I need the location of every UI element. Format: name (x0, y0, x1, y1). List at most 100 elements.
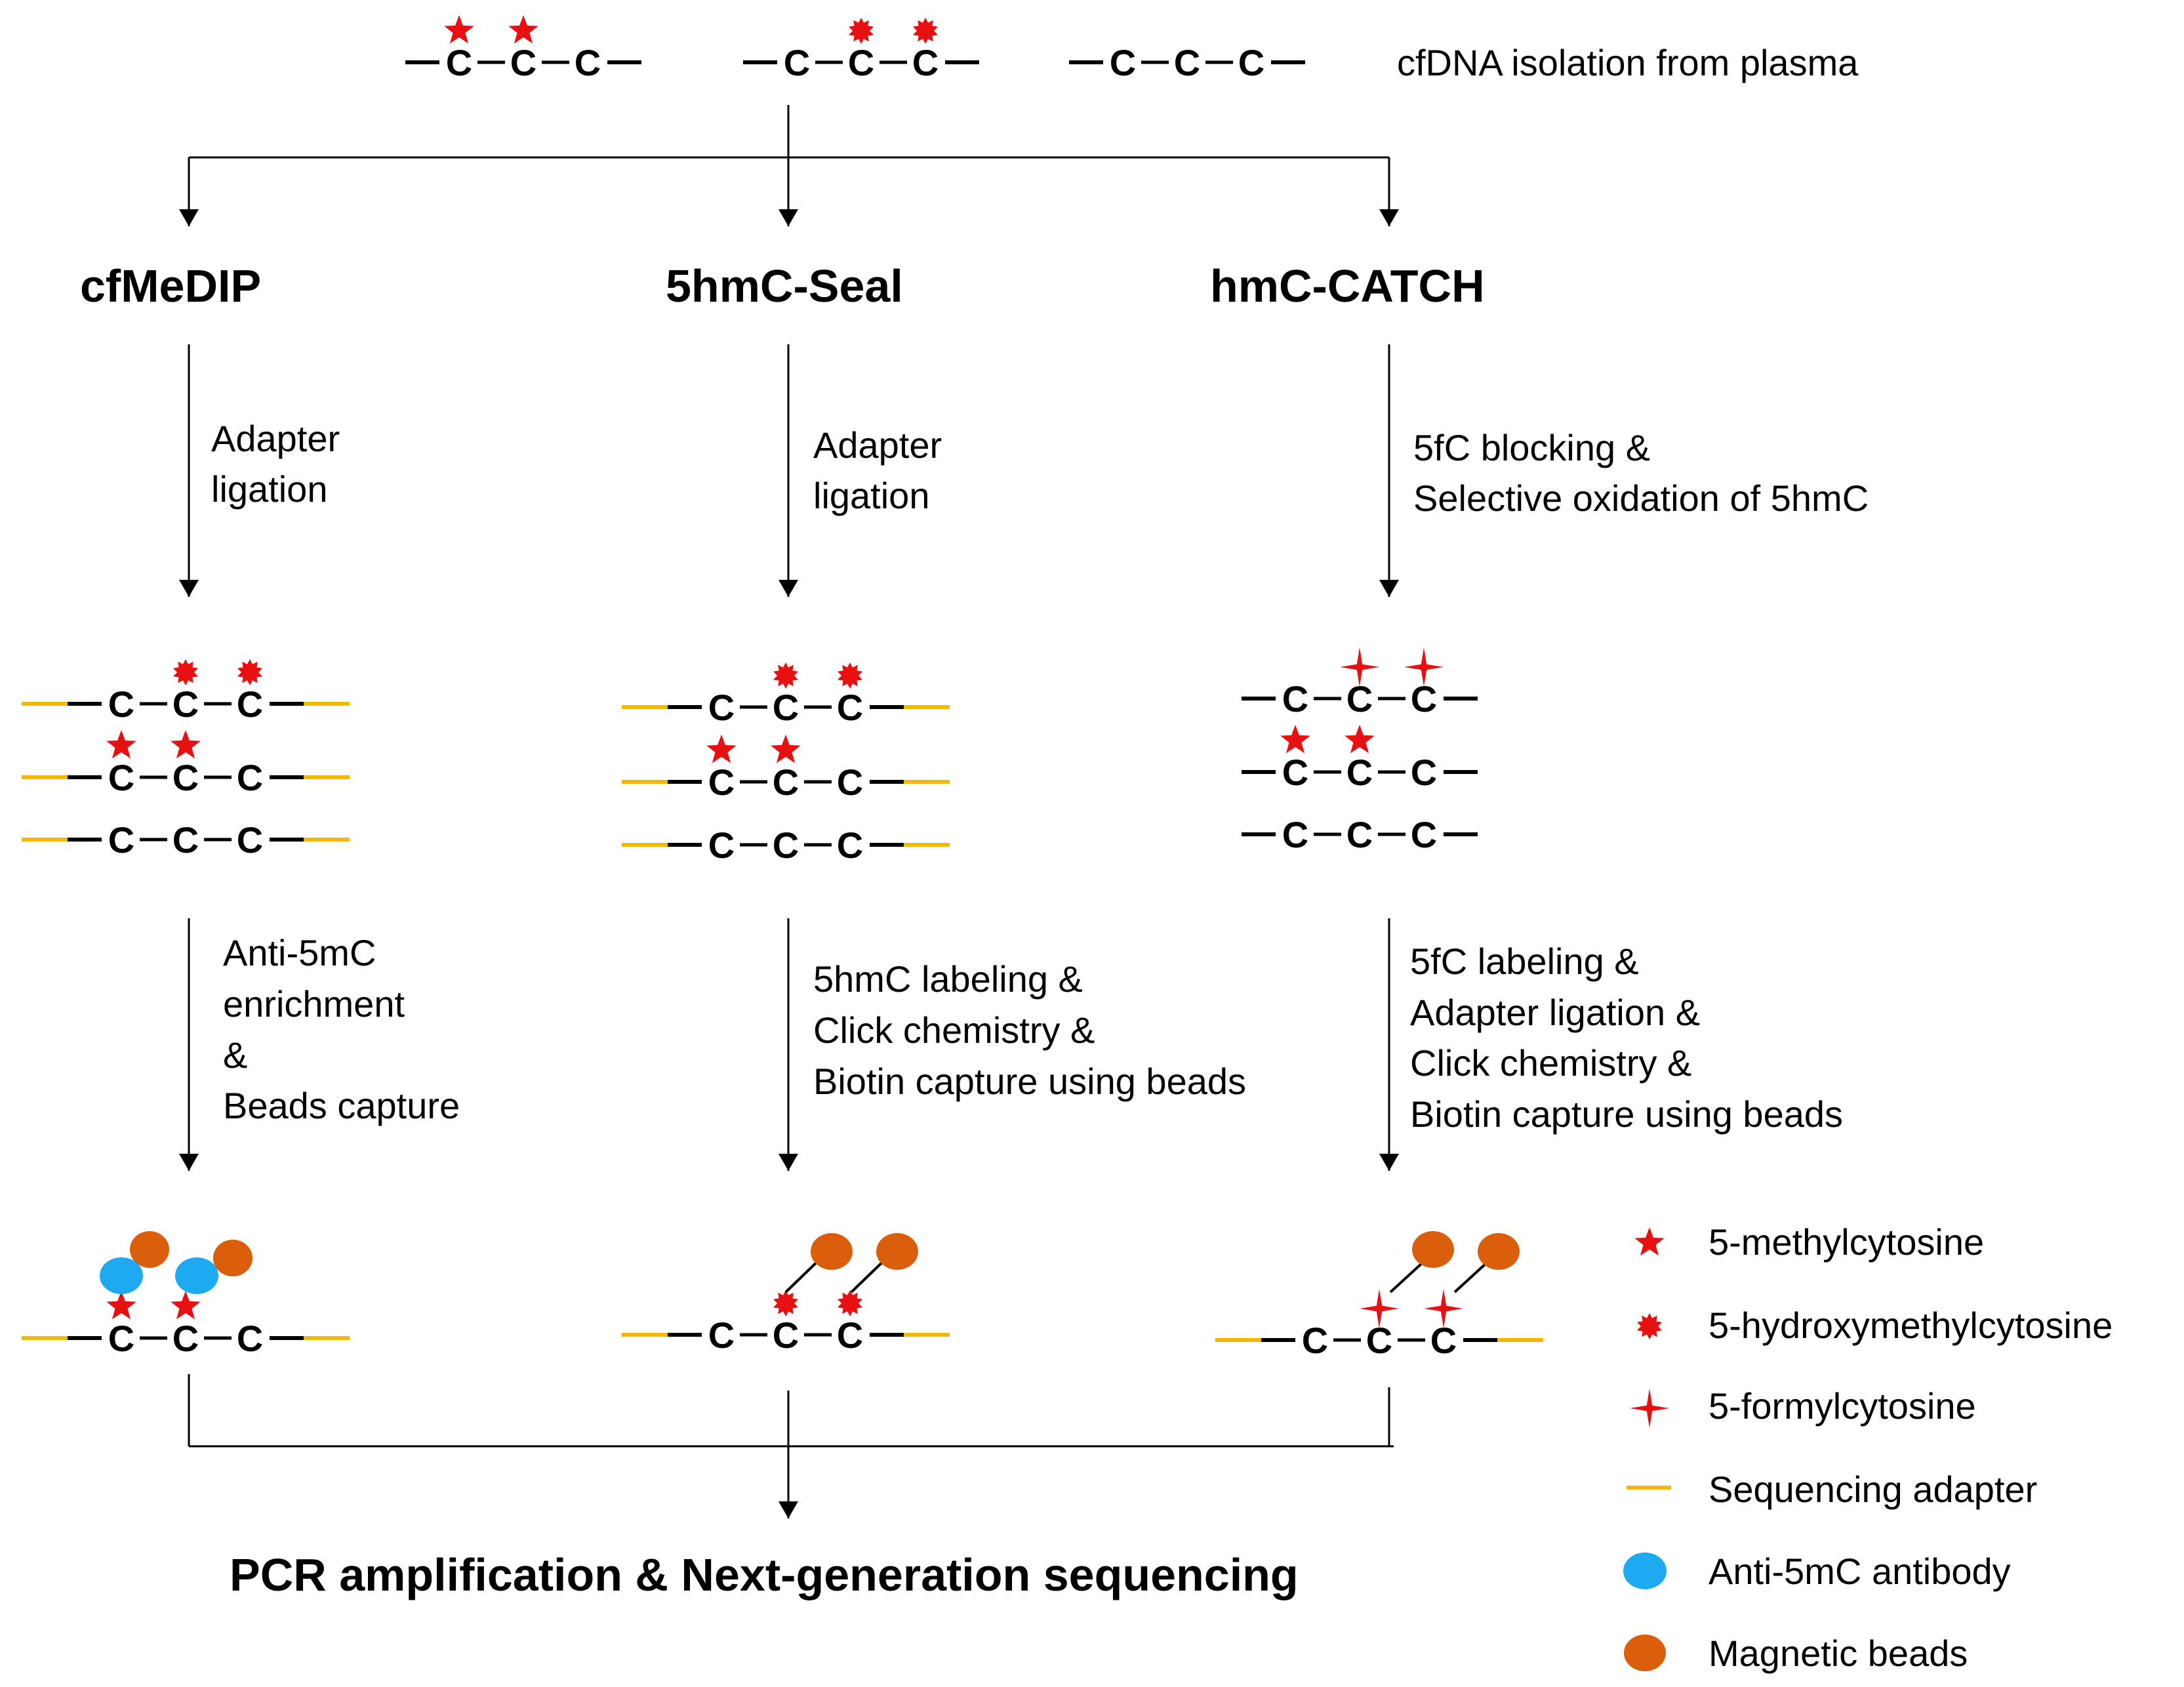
cytosine-label: C (837, 762, 863, 803)
cytosine-label: C (172, 683, 199, 725)
cytosine-label: C (773, 762, 799, 803)
magnetic-bead (1412, 1231, 1454, 1268)
cytosine-label: C (237, 1318, 263, 1359)
cytosine-label: C (1282, 814, 1308, 855)
cytosine-label: C (172, 757, 199, 798)
cytosine-label: C (1346, 752, 1373, 793)
flow-arrows (179, 105, 1399, 1518)
cytosine-label: C (1174, 42, 1200, 83)
cytosine-label: C (708, 1314, 735, 1356)
cytosine-label: C (837, 1314, 863, 1356)
cfmedip-step1-line1: Adapter (211, 418, 340, 459)
formyl-mark-icon (1340, 647, 1379, 687)
cfmedip-step2-line2: enrichment (223, 983, 405, 1025)
cfmedip-step2-line4: Beads capture (223, 1085, 460, 1126)
cytosine-label: C (172, 819, 199, 861)
hmc-catch-step2-line3: Click chemistry & (1410, 1042, 1691, 1084)
hmc-catch-step2-line4: Biotin capture using beads (1410, 1093, 1843, 1135)
cytosine-label: C (1411, 814, 1437, 855)
legend-antibody-ellipse-icon (1623, 1553, 1667, 1589)
cytosine-label: C (784, 42, 810, 83)
legend-label-5hmc: 5-hydroxymethylcytosine (1709, 1305, 2113, 1346)
cytosine-label: C (172, 1318, 199, 1359)
legend-label-5mc: 5-methylcytosine (1709, 1221, 1984, 1263)
legend-four-point-star-icon (1630, 1389, 1669, 1428)
legend: 5-methylcytosine 5-hydroxymethylcytosine… (1623, 1221, 2113, 1674)
cytosine-label: C (1346, 814, 1373, 855)
5hmc-seal-step1-line1: Adapter (813, 424, 942, 466)
hydroxymethyl-mark-icon (773, 662, 798, 689)
hydroxymethyl-mark-icon (838, 1290, 862, 1316)
cfmedip-step2-line3: & (223, 1034, 247, 1076)
legend-burst-icon (1637, 1313, 1662, 1339)
legend-label-beads: Magnetic beads (1709, 1633, 1968, 1674)
magnetic-bead (876, 1233, 918, 1270)
cytosine-label: C (773, 824, 799, 866)
anti-5mc-antibody (100, 1257, 143, 1294)
cytosine-label: C (108, 757, 134, 798)
cytosine-label: C (1411, 752, 1437, 793)
legend-label-antibody: Anti-5mC antibody (1709, 1551, 2011, 1592)
method-title-5hmc-seal: 5hmC-Seal (666, 260, 903, 312)
cytosine-label: C (1302, 1320, 1328, 1361)
cfmedip-step2-line1: Anti-5mC (223, 932, 376, 973)
cytosine-label: C (1110, 42, 1136, 83)
anti-5mc-antibody (175, 1257, 218, 1294)
hydroxymethyl-mark-icon (913, 18, 938, 44)
cytosine-label: C (108, 683, 134, 725)
methyl-mark-icon (444, 15, 474, 44)
top-label: cfDNA isolation from plasma (1397, 42, 1859, 83)
legend-star-icon (1634, 1227, 1665, 1256)
methyl-mark-icon (171, 1291, 201, 1320)
methyl-mark-icon (706, 735, 737, 763)
hmc-catch-step1-line1: 5fC blocking & (1413, 427, 1650, 468)
5hmc-seal-step2-line1: 5hmC labeling & (813, 958, 1083, 1000)
cfmedip-step1-line2: ligation (211, 468, 327, 510)
hydroxymethyl-mark-icon (849, 18, 874, 44)
hmc-catch-step2-line1: 5fC labeling & (1410, 941, 1639, 982)
cytosine-label: C (837, 687, 863, 728)
cytosine-label: C (237, 819, 263, 861)
cytosine-label: C (510, 42, 536, 83)
cytosine-label: C (773, 1314, 799, 1356)
magnetic-bead (1478, 1233, 1520, 1270)
cytosine-label: C (708, 762, 735, 803)
final-step-label: PCR amplification & Next-generation sequ… (230, 1549, 1299, 1600)
cytosine-label: C (848, 42, 874, 83)
cytosine-label: C (237, 683, 263, 725)
magnetic-bead (213, 1240, 253, 1276)
hmc-catch-step1-line2: Selective oxidation of 5hmC (1413, 478, 1869, 519)
capture-complexes (100, 1231, 1520, 1294)
cytosine-label: C (575, 42, 601, 83)
legend-label-5fc: 5-formylcytosine (1709, 1385, 1976, 1427)
cytosine-label: C (773, 687, 799, 728)
cytosine-label: C (1238, 42, 1264, 83)
methyl-mark-icon (171, 730, 201, 759)
hydroxymethyl-mark-icon (838, 662, 862, 689)
method-title-hmc-catch: hmC-CATCH (1210, 260, 1485, 312)
cytosine-label: C (1282, 678, 1308, 720)
cytosine-label: C (1282, 752, 1308, 793)
hydroxymethyl-mark-icon (773, 1290, 798, 1316)
5hmc-seal-step2-line3: Biotin capture using beads (813, 1061, 1246, 1102)
formyl-mark-icon (1404, 647, 1444, 687)
5hmc-seal-step2-line2: Click chemistry & (813, 1009, 1095, 1051)
cytosine-label: C (912, 42, 939, 83)
hydroxymethyl-mark-icon (173, 659, 198, 685)
hmc-catch-step2-line2: Adapter ligation & (1410, 992, 1700, 1033)
magnetic-bead (811, 1233, 853, 1270)
cytosine-label: C (237, 757, 263, 798)
methyl-mark-icon (106, 730, 136, 759)
